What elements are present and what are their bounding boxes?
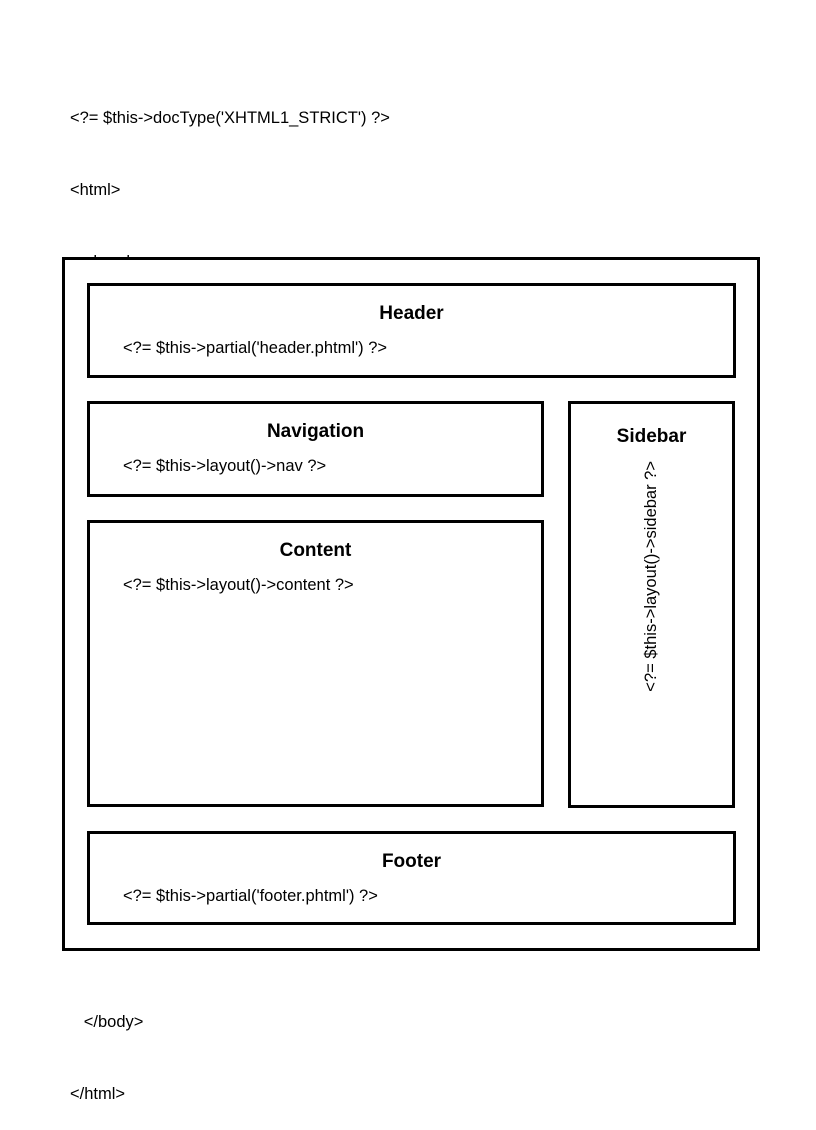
code-line-html-close: </html> [70,1085,126,1103]
region-footer-code: <?= $this->partial('footer.phtml') ?> [123,887,378,905]
region-header-title: Header [379,303,444,324]
region-navigation-code: <?= $this->layout()->nav ?> [123,457,327,475]
code-line-doctype: <?= $this->docType('XHTML1_STRICT') ?> [70,109,390,127]
region-footer: Footer <?= $this->partial('footer.phtml'… [87,831,736,925]
region-sidebar: Sidebar <?= $this->layout()->sidebar ?> [568,401,735,808]
bottom-code-block: </body> </html> [70,962,143,1130]
code-line-body-close: </body> [70,1013,144,1031]
region-content-code: <?= $this->layout()->content ?> [123,576,354,594]
code-line-html-open: <html> [70,181,121,199]
region-navigation-title: Navigation [266,421,365,442]
region-header: Header <?= $this->partial('header.phtml'… [87,283,736,378]
region-sidebar-title: Sidebar [616,426,687,447]
region-footer-title: Footer [381,851,442,872]
region-header-code: <?= $this->partial('header.phtml') ?> [123,339,388,357]
region-sidebar-code-wrapper: <?= $this->layout()->sidebar ?> [571,461,732,801]
region-content: Content <?= $this->layout()->content ?> [87,520,544,807]
region-content-title: Content [279,540,352,561]
region-navigation: Navigation <?= $this->layout()->nav ?> [87,401,544,497]
region-sidebar-code: <?= $this->layout()->sidebar ?> [642,461,660,692]
